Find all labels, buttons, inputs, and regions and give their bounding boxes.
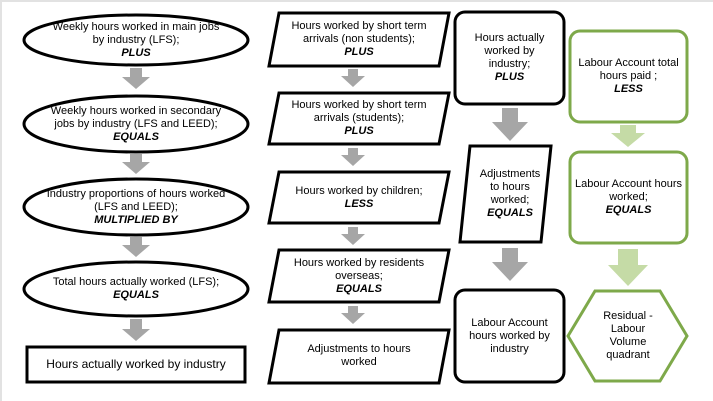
c2-n2-label: Hours worked by short term arrivals (stu… <box>291 99 427 137</box>
c1-n5-shape <box>25 345 247 384</box>
arrow-c3-1 <box>492 108 528 141</box>
c1-n2-label: Weekly hours worked in secondary jobs by… <box>50 104 222 143</box>
c4-n2-shape <box>568 150 689 245</box>
c4-n3-shape <box>566 289 689 383</box>
arrow-c4-2 <box>608 249 648 286</box>
c4-n2-label: Labour Account hours worked; EQUALS <box>574 178 683 216</box>
c1-n4-shape <box>22 260 250 318</box>
arrow-c2-4 <box>341 306 365 324</box>
c2-n5-label: Adjustments to hours worked <box>307 343 411 368</box>
c2-n3-label: Hours worked by children; LESS <box>295 184 423 210</box>
c1-n1-label: Weekly hours worked in main jobs by indu… <box>52 20 220 59</box>
c2-n3-shape <box>267 170 451 225</box>
c2-n5-shape <box>267 328 451 385</box>
c2-n4-shape <box>267 248 451 304</box>
arrow-c1-3 <box>122 237 150 257</box>
c1-n2-shape <box>22 94 250 154</box>
arrow-c2-2 <box>341 148 365 166</box>
c1-n3-label: Industry proportions of hours worked (LF… <box>46 187 226 226</box>
arrow-c4-1 <box>611 125 645 147</box>
c2-n1-label: Hours worked by short term arrivals (non… <box>291 19 427 58</box>
arrow-c2-1 <box>341 69 365 87</box>
c4-n3-label: Residual - Labour Volume quadrant <box>603 310 653 361</box>
c1-n5-label: Hours actually worked by industry <box>46 357 226 371</box>
c3-n2-label: Adjustments to hours worked; EQUALS <box>479 168 541 219</box>
c3-n2-shape <box>458 144 553 244</box>
c1-n1-shape <box>22 13 250 67</box>
arrow-c1-4 <box>122 319 150 341</box>
c3-n1-shape <box>453 10 566 106</box>
c3-n1-label: Hours actually worked by industry; PLUS <box>474 32 545 83</box>
c3-n3-shape <box>453 288 566 384</box>
c4-n1-shape <box>568 29 689 124</box>
arrow-c2-3 <box>341 227 365 245</box>
c3-n3-label: Labour Account hours worked by industry <box>469 316 550 355</box>
c2-n2-shape <box>267 91 451 146</box>
c4-n1-label: Labour Account total hours paid ; LESS <box>578 57 679 95</box>
c2-n1-shape <box>267 11 451 68</box>
arrow-c1-2 <box>122 154 150 174</box>
c1-n3-shape <box>22 177 250 237</box>
arrow-c1-1 <box>122 68 150 89</box>
c1-n4-label: Total hours actually worked (LFS); EQUAL… <box>52 276 220 301</box>
arrow-c3-2 <box>492 248 528 281</box>
c2-n4-label: Hours worked by residents overseas; EQUA… <box>293 256 425 295</box>
